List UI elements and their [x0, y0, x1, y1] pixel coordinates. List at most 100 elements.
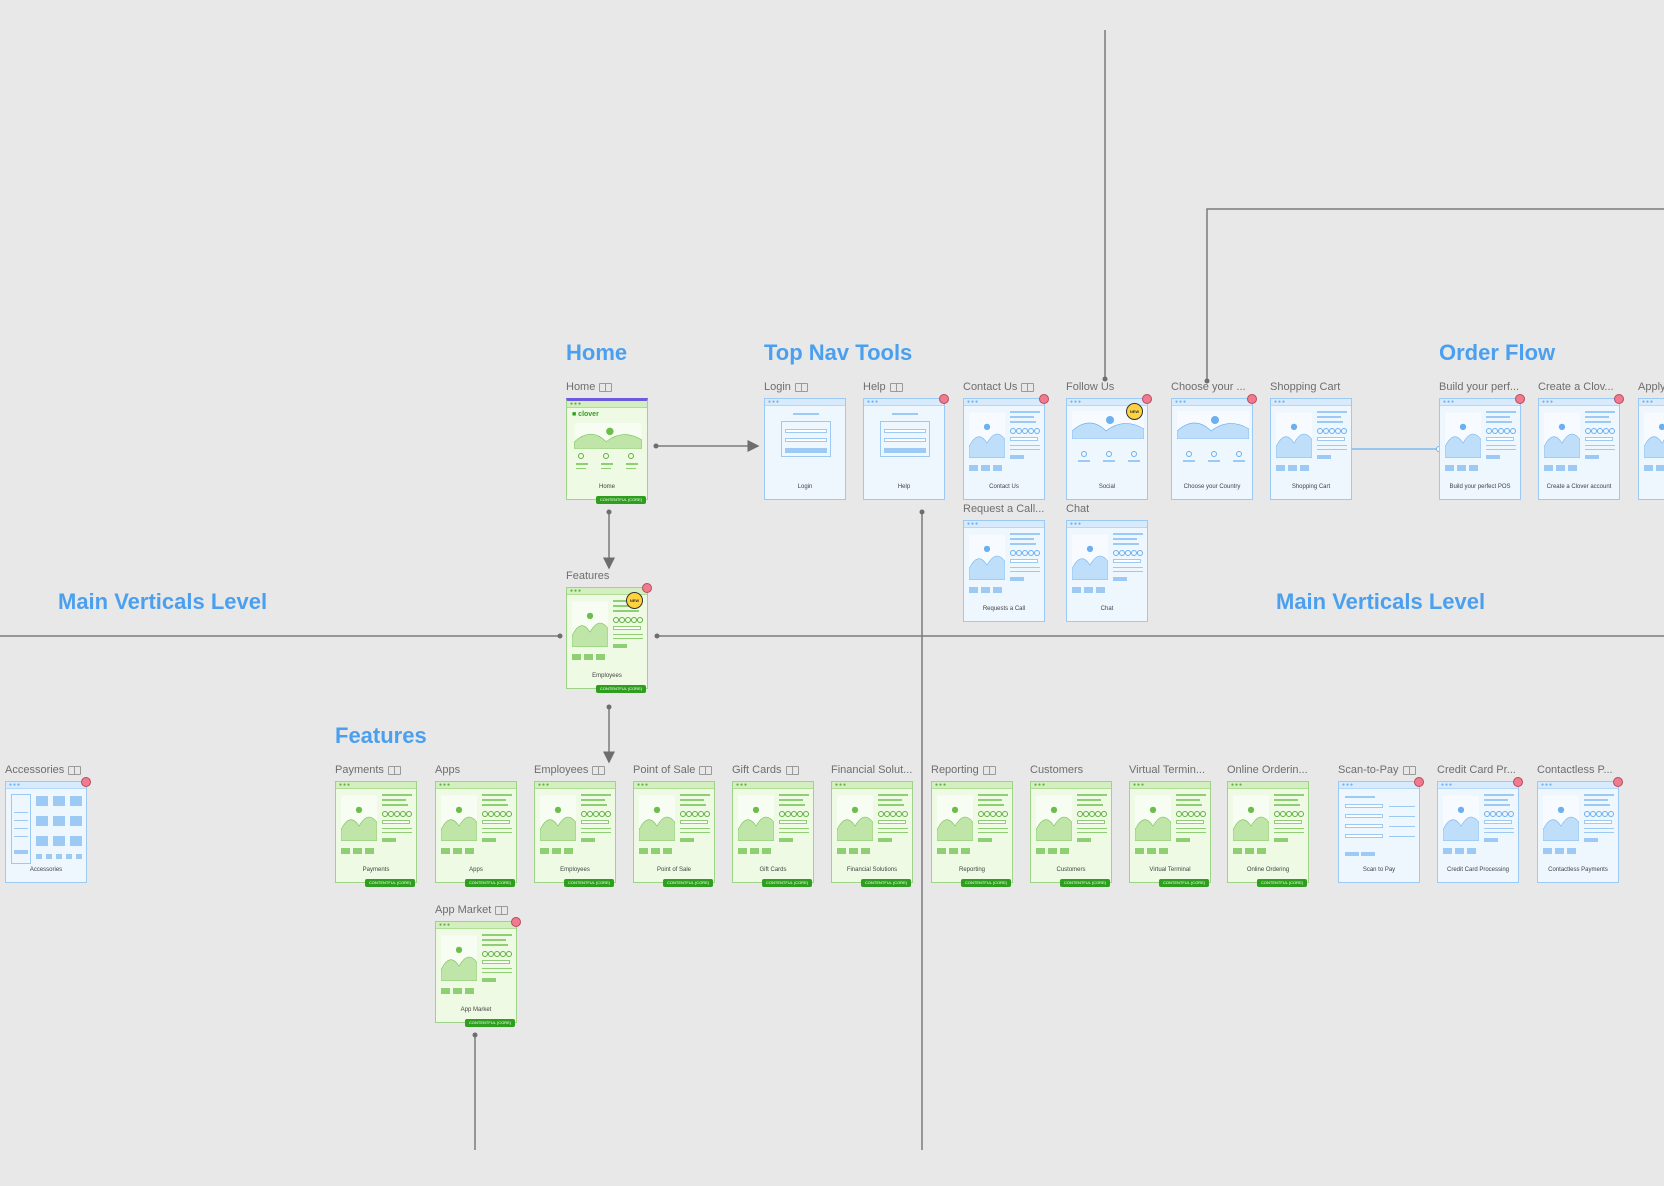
page-node-label[interactable]: Credit Card Pr... — [1437, 764, 1516, 776]
page-thumbnail[interactable]: ●●●Employees — [534, 781, 616, 883]
page-node-label[interactable]: Login — [764, 381, 808, 393]
block-placeholder — [878, 838, 892, 842]
circle-placeholder-icon — [500, 951, 506, 957]
page-node-label[interactable]: Gift Cards — [732, 764, 799, 776]
page-node-label[interactable]: Chat — [1066, 503, 1089, 515]
text-line-placeholder — [680, 799, 704, 801]
book-icon — [1402, 765, 1416, 775]
contentful-core-badge: CONTENTFUL (CORE) — [596, 496, 647, 504]
page-thumbnail[interactable]: ●●●Requests a Call — [963, 520, 1045, 622]
block-placeholder — [639, 848, 648, 854]
page-thumbnail[interactable]: ●●●Online Ordering — [1227, 781, 1309, 883]
page-thumbnail[interactable]: ●●●Virtual Terminal — [1129, 781, 1211, 883]
text-line-placeholder — [1486, 411, 1516, 413]
page-node-label[interactable]: Features — [566, 570, 609, 582]
page-thumbnail[interactable]: ●●●Scan to Pay — [1338, 781, 1420, 883]
window-dots-icon: ●●● — [835, 782, 848, 788]
page-node-label[interactable]: App Market — [435, 904, 509, 916]
text-line-placeholder — [1233, 460, 1245, 462]
page-thumbnail[interactable]: ●●●Shopping Cart — [1270, 398, 1352, 500]
page-node-label[interactable]: Apply — [1638, 381, 1664, 393]
page-thumbnail[interactable]: ●●●Contactless Payments — [1537, 781, 1619, 883]
section-title-top-nav-tools: Top Nav Tools — [764, 340, 913, 365]
circle-placeholder-icon — [1016, 428, 1022, 434]
book-icon — [599, 382, 613, 392]
page-node-label[interactable]: Online Orderin... — [1227, 764, 1308, 776]
page-node-label[interactable]: Point of Sale — [633, 764, 713, 776]
page-node-label[interactable]: Shopping Cart — [1270, 381, 1340, 393]
alert-dot-icon — [1513, 777, 1523, 787]
page-node-label[interactable]: Help — [863, 381, 903, 393]
page-thumbnail[interactable]: ●●●App — [1638, 398, 1664, 500]
text-line-placeholder — [779, 828, 809, 829]
page-thumbnail[interactable]: ●●●Apps — [435, 781, 517, 883]
text-line-placeholder — [613, 610, 639, 612]
page-thumbnail[interactable]: ●●●Accessories — [5, 781, 87, 883]
page-thumbnail[interactable]: ●●●Payments — [335, 781, 417, 883]
text-line-placeholder — [1010, 416, 1034, 418]
alert-dot-icon — [1614, 394, 1624, 404]
page-node-label[interactable]: Contactless P... — [1537, 764, 1613, 776]
page-thumbnail[interactable]: ●●●Contact Us — [963, 398, 1045, 500]
block-placeholder — [981, 465, 990, 471]
page-thumbnail[interactable]: ●●●Help — [863, 398, 945, 500]
page-node-label[interactable]: Scan-to-Pay — [1338, 764, 1416, 776]
text-line-placeholder — [1183, 460, 1195, 462]
text-line-placeholder — [680, 828, 710, 829]
text-line-placeholder — [878, 804, 904, 806]
page-node-label[interactable]: Accessories — [5, 764, 82, 776]
text-line-placeholder — [581, 828, 611, 829]
page-node-label[interactable]: Customers — [1030, 764, 1083, 776]
page-node-label[interactable]: Contact Us — [963, 381, 1035, 393]
page-node-label[interactable]: Follow Us — [1066, 381, 1114, 393]
book-icon — [495, 905, 509, 915]
circle-placeholder-icon — [1137, 550, 1143, 556]
page-node-label[interactable]: Create a Clov... — [1538, 381, 1614, 393]
page-thumbnail[interactable]: ●●●Chat — [1066, 520, 1148, 622]
page-node-label[interactable]: Financial Solut... — [831, 764, 912, 776]
section-title-order-flow: Order Flow — [1439, 340, 1556, 365]
input-placeholder — [1486, 437, 1514, 441]
text-line-placeholder — [482, 828, 512, 829]
page-thumbnail[interactable]: ●●●Customers — [1030, 781, 1112, 883]
page-node-label-text: Chat — [1066, 503, 1090, 515]
page-thumbnail[interactable]: ●●●App Market — [435, 921, 517, 1023]
circle-placeholder-icon — [613, 617, 619, 623]
block-placeholder — [1233, 848, 1242, 854]
page-thumbnail[interactable]: ●●●Reporting — [931, 781, 1013, 883]
page-node-label-text: Scan-to-Pay — [1338, 764, 1399, 776]
page-node-label[interactable]: Reporting — [931, 764, 996, 776]
page-thumbnail[interactable]: ●●●Login — [764, 398, 846, 500]
page-node-label[interactable]: Request a Call... — [963, 503, 1044, 515]
block-placeholder — [36, 854, 42, 859]
text-line-placeholder — [1486, 416, 1510, 418]
page-thumbnail[interactable]: ●●●Choose your Country — [1171, 398, 1253, 500]
text-line-placeholder — [1584, 794, 1614, 796]
page-node-label-text: Help — [863, 381, 886, 393]
page-thumbnail[interactable]: ●●●Build your perfect POS — [1439, 398, 1521, 500]
circle-placeholder-icon — [1274, 811, 1280, 817]
page-node-label[interactable]: Apps — [435, 764, 460, 776]
page-thumbnail[interactable]: ●●●Point of Sale — [633, 781, 715, 883]
page-node-label[interactable]: Home — [566, 381, 613, 393]
page-node-label[interactable]: Virtual Termin... — [1129, 764, 1205, 776]
text-line-placeholder — [581, 794, 611, 796]
block-placeholder — [46, 854, 52, 859]
text-line-placeholder — [1484, 828, 1514, 829]
page-thumbnail[interactable]: ●●●Credit Card Processing — [1437, 781, 1519, 883]
block-placeholder — [1010, 455, 1024, 459]
window-dots-icon: ●●● — [1231, 782, 1244, 788]
page-node-label[interactable]: Employees — [534, 764, 606, 776]
text-line-placeholder — [1010, 449, 1040, 450]
text-line-placeholder — [576, 468, 586, 469]
page-thumbnail[interactable]: ●●●Create a Clover account — [1538, 398, 1620, 500]
page-node-label[interactable]: Payments — [335, 764, 401, 776]
page-thumbnail[interactable]: ●●● Financial Solutions — [831, 781, 913, 883]
page-node-label[interactable]: Choose your ... — [1171, 381, 1246, 393]
page-thumbnail[interactable]: ●●●Gift Cards — [732, 781, 814, 883]
text-line-placeholder — [14, 812, 28, 813]
text-line-placeholder — [1274, 799, 1298, 801]
page-caption: Financial Solutions — [846, 867, 898, 873]
page-node-label[interactable]: Build your perf... — [1439, 381, 1519, 393]
